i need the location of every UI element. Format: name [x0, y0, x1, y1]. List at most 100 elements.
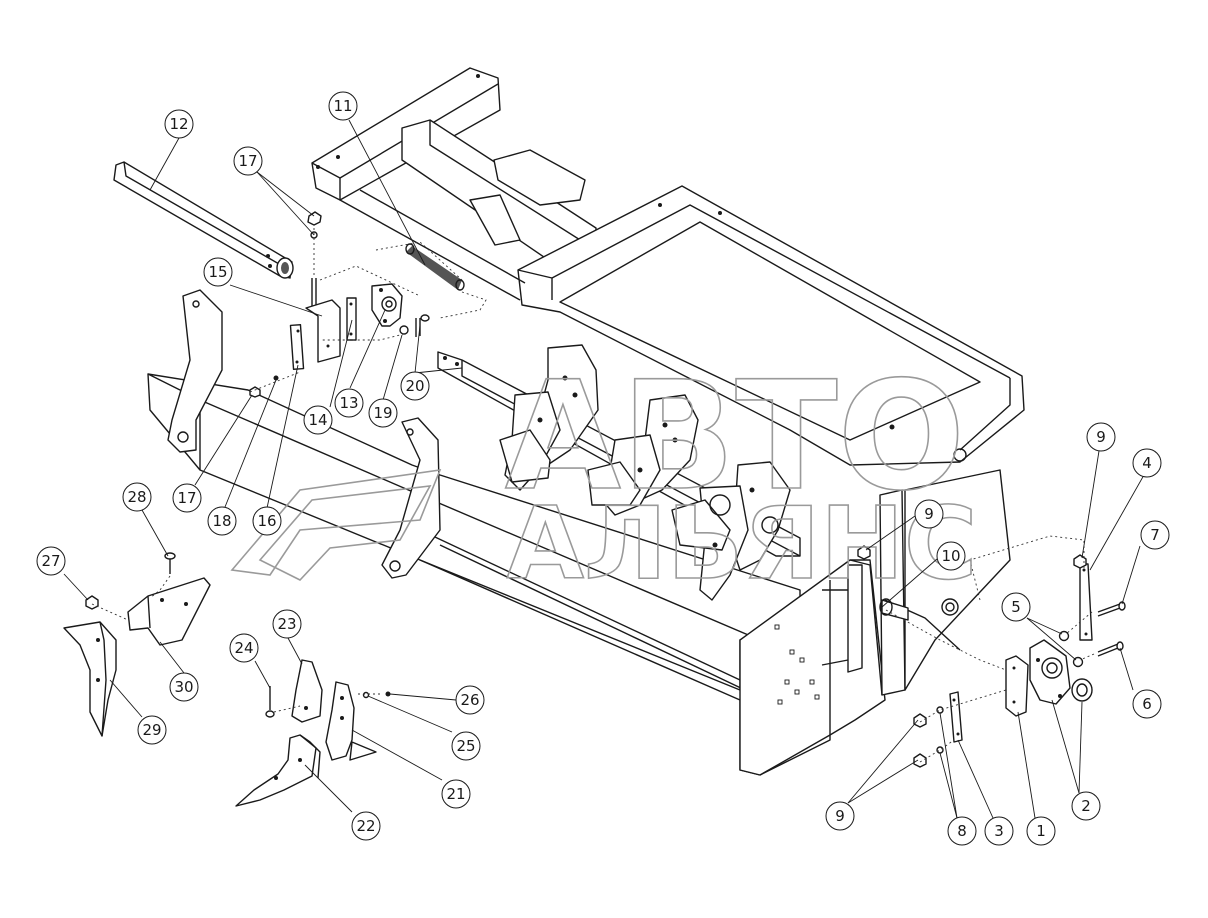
callouts: 12 11 17 15 14 13 19 20 17 18 16 28 27 3… — [36, 91, 1170, 846]
svg-text:30: 30 — [174, 678, 193, 696]
callout-1: 1 — [1026, 816, 1056, 846]
svg-text:3: 3 — [994, 822, 1004, 840]
callout-8: 8 — [947, 816, 977, 846]
part-14-bearing-housing — [371, 283, 403, 327]
part-5-washers — [1058, 630, 1084, 668]
callout-19: 19 — [368, 398, 398, 428]
svg-text:2: 2 — [1081, 797, 1091, 815]
callout-25: 25 — [451, 731, 481, 761]
callout-14: 14 — [303, 405, 333, 435]
callout-24: 24 — [229, 633, 259, 663]
leader-lines — [63, 119, 1145, 819]
part-4-link — [1079, 563, 1093, 641]
callout-7: 7 — [1140, 520, 1170, 550]
svg-text:9: 9 — [924, 505, 934, 523]
svg-text:8: 8 — [957, 822, 967, 840]
svg-text:24: 24 — [234, 639, 253, 657]
callout-18: 18 — [207, 506, 237, 536]
part-30-bracket — [127, 577, 211, 646]
part-19-washer-bolt — [399, 314, 430, 337]
svg-text:6: 6 — [1142, 695, 1152, 713]
part-11-splined-shaft — [405, 243, 465, 291]
svg-text:12: 12 — [169, 115, 188, 133]
svg-text:9: 9 — [1096, 428, 1106, 446]
part-16-strap — [289, 324, 305, 370]
part-24-bolt — [265, 686, 275, 718]
svg-text:25: 25 — [456, 737, 475, 755]
part-21-bracket — [325, 681, 377, 761]
callout-23: 23 — [272, 609, 302, 639]
svg-text:1: 1 — [1036, 822, 1046, 840]
svg-text:11: 11 — [333, 97, 352, 115]
watermark-text-bottom: АЛЬЯНС — [507, 485, 978, 602]
part-8-9-nuts — [857, 545, 1087, 768]
watermark: АВТО АЛЬЯНС — [230, 349, 978, 603]
callout-4: 4 — [1132, 448, 1162, 478]
part-23-plate — [291, 659, 323, 723]
part-17-upper-nut — [307, 211, 322, 239]
rotor-blade-group-1 — [499, 344, 599, 491]
callout-22: 22 — [351, 811, 381, 841]
callout-12: 12 — [164, 109, 194, 139]
part-17-18-lower-fasteners — [249, 375, 279, 398]
watermark-text-top: АВТО — [505, 350, 965, 524]
callout-10: 10 — [936, 541, 966, 571]
part-1-plate — [1005, 655, 1029, 717]
part-27-nut — [85, 595, 99, 610]
svg-text:7: 7 — [1150, 526, 1160, 544]
part-29-shank — [63, 621, 117, 737]
rotor-blade-group-3 — [671, 461, 791, 601]
svg-text:28: 28 — [127, 488, 146, 506]
svg-text:5: 5 — [1011, 598, 1021, 616]
svg-text:16: 16 — [257, 512, 276, 530]
rotor-blade-group-2 — [587, 394, 699, 516]
callout-16: 16 — [252, 506, 282, 536]
main-frame — [311, 67, 1025, 466]
svg-text:14: 14 — [308, 411, 327, 429]
callout-9-top-right: 9 — [1086, 422, 1116, 452]
svg-text:9: 9 — [835, 807, 845, 825]
part-2-collar — [1071, 678, 1093, 702]
assembly-dashed-lines — [91, 228, 1095, 763]
callout-17-upper: 17 — [233, 146, 263, 176]
callout-20: 20 — [400, 371, 430, 401]
callout-27: 27 — [36, 546, 66, 576]
part-12-drive-tube — [113, 161, 294, 279]
callout-30: 30 — [169, 672, 199, 702]
callout-17-lower: 17 — [172, 483, 202, 513]
callout-3: 3 — [984, 816, 1014, 846]
part-26-25-fasteners — [362, 691, 391, 699]
svg-text:15: 15 — [208, 263, 227, 281]
svg-text:23: 23 — [277, 615, 296, 633]
part-3-strap — [949, 691, 963, 743]
svg-text:19: 19 — [373, 404, 392, 422]
callout-26: 26 — [455, 685, 485, 715]
svg-text:27: 27 — [41, 552, 60, 570]
callout-28: 28 — [122, 482, 152, 512]
svg-text:4: 4 — [1142, 454, 1152, 472]
callout-9-center: 9 — [914, 499, 944, 529]
svg-text:18: 18 — [212, 512, 231, 530]
part-2-bearing-flange — [1029, 639, 1071, 705]
part-6-7-bolts — [1097, 601, 1126, 657]
svg-text:17: 17 — [238, 152, 257, 170]
left-mount-bracket — [167, 289, 223, 453]
callout-29: 29 — [137, 715, 167, 745]
callout-9-bottom: 9 — [825, 801, 855, 831]
svg-text:26: 26 — [460, 691, 479, 709]
svg-text:29: 29 — [142, 721, 161, 739]
part-15-bolt-plate — [305, 278, 357, 363]
part-28-bolt — [164, 552, 176, 574]
svg-text:13: 13 — [339, 394, 358, 412]
callout-6: 6 — [1132, 689, 1162, 719]
callout-15: 15 — [203, 257, 233, 287]
svg-text:10: 10 — [941, 547, 960, 565]
svg-text:20: 20 — [405, 377, 424, 395]
callout-11: 11 — [328, 91, 358, 121]
callout-5: 5 — [1001, 592, 1031, 622]
callout-13: 13 — [334, 388, 364, 418]
svg-text:22: 22 — [356, 817, 375, 835]
callout-21: 21 — [441, 779, 471, 809]
center-mount-bracket — [381, 417, 441, 579]
